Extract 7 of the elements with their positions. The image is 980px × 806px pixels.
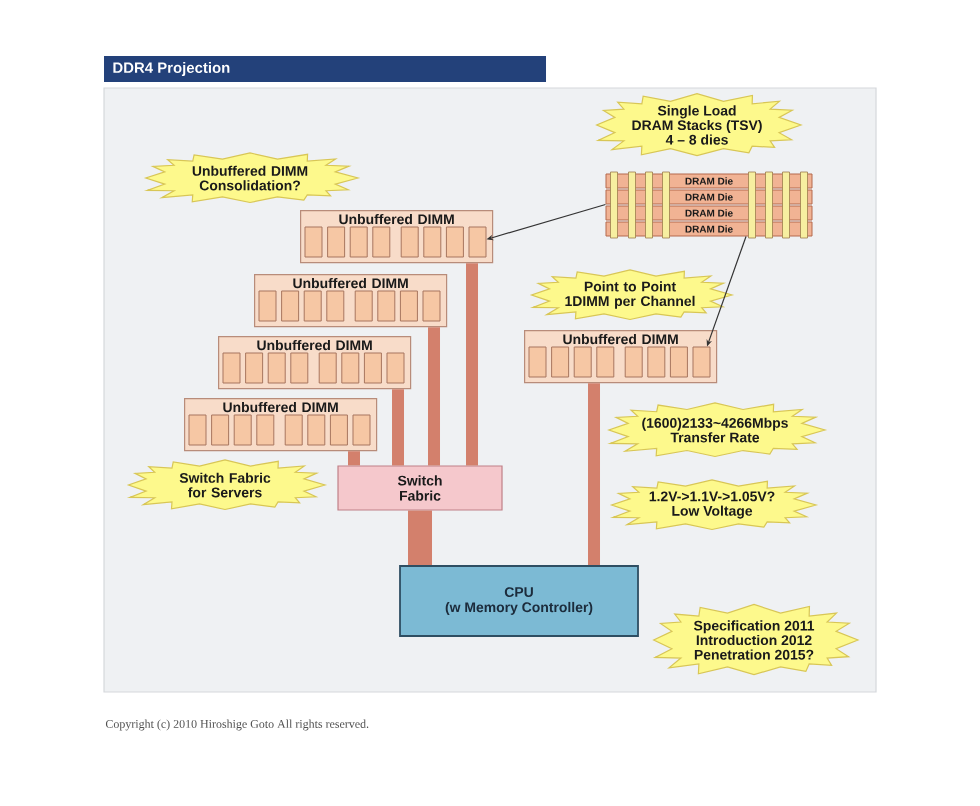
bus-line [428,327,440,466]
memory-chip [692,346,711,378]
bus-line [466,263,478,466]
memory-chip [468,226,487,258]
bus-line [392,389,404,466]
bus-line [348,451,360,466]
bus-line [588,383,600,566]
